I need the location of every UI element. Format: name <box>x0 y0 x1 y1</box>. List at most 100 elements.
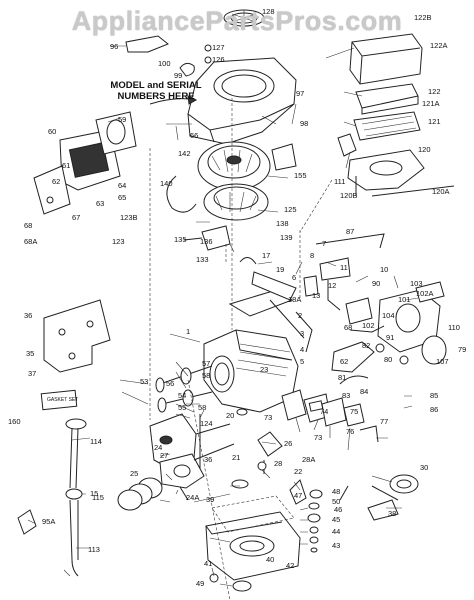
part-number-label: 98 <box>300 119 308 128</box>
part-number-label: 6 <box>292 273 296 282</box>
part-number-label: 8 <box>310 251 314 260</box>
part-number-label: 68 <box>344 323 352 332</box>
part-number-label: 82 <box>362 341 370 350</box>
part-number-label: 56 <box>166 379 174 388</box>
part-number-label: 35 <box>26 349 34 358</box>
part-number-label: 39 <box>206 495 214 504</box>
part-number-label: 121 <box>428 117 441 126</box>
part-number-label: 53 <box>140 377 148 386</box>
part-number-label: 123 <box>112 237 125 246</box>
governor-link <box>251 271 297 301</box>
dipstick-assembly: GASKET SET <box>17 389 87 577</box>
part-number-label: 64 <box>118 181 126 190</box>
part-number-label: 57 <box>202 359 210 368</box>
rotating-screen <box>223 9 265 27</box>
part-number-label: 122A <box>430 41 448 50</box>
part-number-label: 23 <box>260 365 268 374</box>
part-number-label: 27 <box>160 451 168 460</box>
part-number-label: 1 <box>186 327 190 336</box>
callout-line-1: MODEL and SERIAL <box>110 80 202 91</box>
part-number-label: 155 <box>294 171 307 180</box>
part-number-label: 60 <box>48 127 56 136</box>
part-number-label: 21 <box>232 453 240 462</box>
part-number-label: 122 <box>428 87 441 96</box>
part-number-label: 114 <box>90 437 102 446</box>
part-number-label: 76 <box>346 427 354 436</box>
part-number-label: 4 <box>300 345 304 354</box>
part-number-label: 139 <box>280 233 293 242</box>
part-number-label: 15 <box>90 489 98 498</box>
intake-tube <box>331 341 375 373</box>
part-number-label: 91 <box>386 333 394 342</box>
part-number-label: 140 <box>160 179 173 188</box>
part-number-label: 58 <box>202 371 210 380</box>
part-number-label: 28A <box>302 455 315 464</box>
part-number-label: 13 <box>312 291 320 300</box>
part-number-label: 107 <box>436 357 449 366</box>
part-number-label: 55 <box>178 403 186 412</box>
part-number-label: 49 <box>196 579 204 588</box>
part-number-label: 38 <box>388 509 396 518</box>
part-number-label: 37 <box>28 369 36 378</box>
part-number-label: 63 <box>96 199 104 208</box>
part-number-label: 120B <box>340 191 358 200</box>
part-number-label: 85 <box>430 391 438 400</box>
part-number-label: 42 <box>286 561 294 570</box>
part-number-label: 120 <box>418 145 431 154</box>
blower-housing <box>187 57 297 145</box>
part-number-label: 59 <box>118 115 126 124</box>
part-number-label: 65 <box>118 193 126 202</box>
gaskets <box>281 389 379 443</box>
part-number-label: 3 <box>300 329 304 338</box>
governor-plate <box>33 111 137 215</box>
part-number-label: 12 <box>328 281 336 290</box>
engine-base <box>205 511 301 592</box>
connecting-rod <box>257 431 283 457</box>
part-number-label: 7 <box>322 239 326 248</box>
oil-seal <box>389 474 419 494</box>
part-number-label: 25 <box>130 469 138 478</box>
part-number-label: 113 <box>88 545 100 554</box>
part-number-label: 36 <box>204 455 212 464</box>
gasket-set-label: GASKET SET <box>47 397 78 403</box>
base-gasket <box>211 495 295 533</box>
callout-line-2: NUMBERS HERE <box>117 91 195 102</box>
part-number-label: 83 <box>342 391 350 400</box>
part-number-label: 123B <box>120 213 138 222</box>
part-number-label: 136 <box>200 237 213 246</box>
part-number-label: 133 <box>196 255 209 264</box>
part-number-label: 128 <box>262 7 275 16</box>
part-number-label: 138 <box>276 219 289 228</box>
part-number-label: 36 <box>24 311 32 320</box>
part-number-label: 84 <box>360 387 368 396</box>
piston-assembly <box>117 443 235 511</box>
part-number-label: 115 <box>92 493 104 502</box>
part-number-label: 73 <box>314 433 322 442</box>
part-number-label: 66 <box>190 131 198 140</box>
part-number-label: 68A <box>24 237 37 246</box>
governor-gear-stack <box>289 479 323 553</box>
ignition-lead <box>166 175 197 213</box>
part-number-label: 62 <box>340 357 348 366</box>
part-number-label: 80 <box>384 355 392 364</box>
part-number-label: 101 <box>398 295 411 304</box>
part-number-label: 102A <box>416 289 434 298</box>
part-number-label: 48 <box>332 487 340 496</box>
part-number-label: 110 <box>448 323 460 332</box>
part-number-label: 124 <box>200 419 213 428</box>
part-number-label: 160 <box>8 417 21 426</box>
throttle-link <box>315 233 385 249</box>
part-number-label: 61 <box>62 161 70 170</box>
part-number-label: 142 <box>178 149 191 158</box>
carburetor <box>345 281 447 365</box>
callout-arrowhead <box>187 95 198 105</box>
part-number-label: 5 <box>300 357 304 366</box>
flywheel <box>197 141 297 221</box>
part-number-label: 19 <box>276 265 284 274</box>
part-number-label: 126 <box>212 55 225 64</box>
part-number-label: 79 <box>458 345 466 354</box>
part-number-label: 104 <box>382 311 395 320</box>
part-number-label: 86 <box>430 405 438 414</box>
